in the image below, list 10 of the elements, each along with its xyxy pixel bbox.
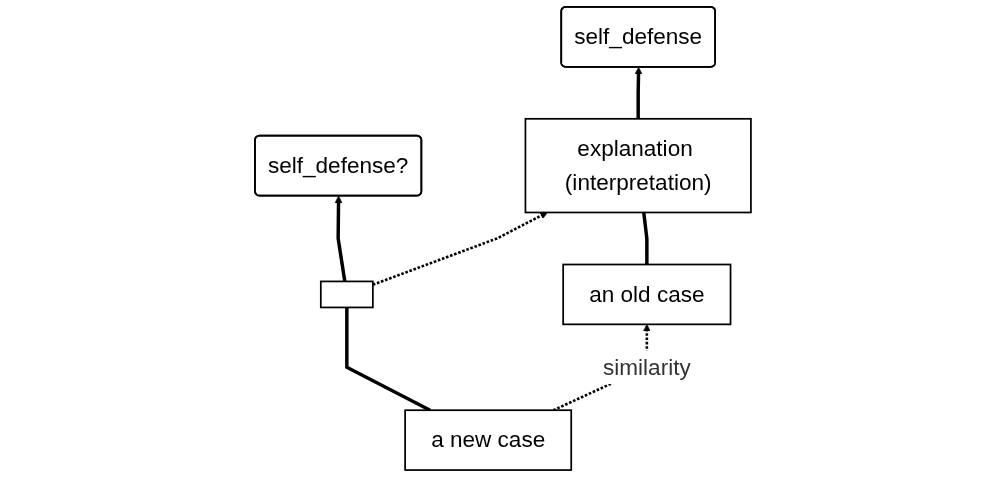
node-box: a new case [404,409,573,471]
node-box: an old case [562,263,732,326]
arrow [372,212,548,286]
arrow [634,66,643,119]
node-box [320,280,374,309]
connector [642,212,649,265]
edge-label: similarity [603,353,691,380]
connector [345,307,431,412]
arrow [334,195,347,282]
node-box: explanation (interpretation) [524,117,752,214]
